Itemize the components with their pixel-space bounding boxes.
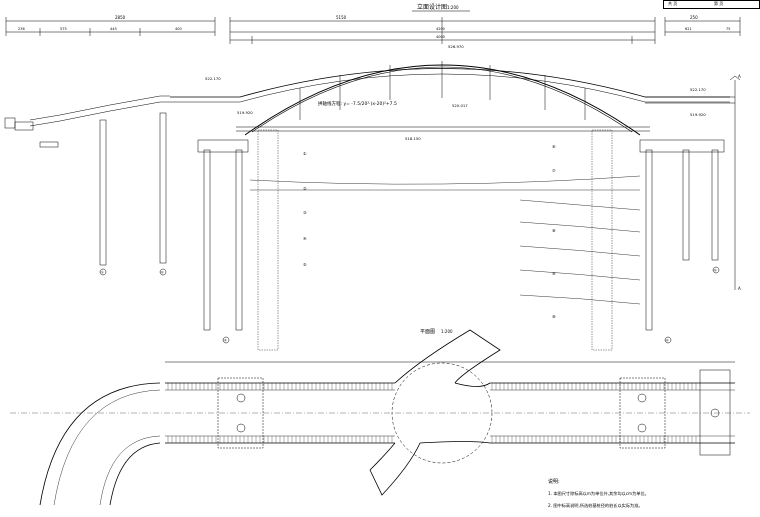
arch-formula: 拱轴线方程: y= -7.5/20²·(x-20)²+7.5 [318,100,397,107]
elevation-crown: 526.970 [448,44,464,49]
pile-label-3: ③ [224,339,227,343]
soil-label-4: ④ [303,236,307,241]
plan-view [10,329,750,506]
pile-label-4: ④ [666,339,669,343]
plan-hatching [167,383,697,443]
pile-labels: ① ② ③ ④ ⑤ [99,266,720,344]
section-marker-bottom: A [738,286,741,291]
elevation-left-spring: 519.920 [237,110,253,115]
dim-text-445: 445 [110,27,117,31]
dim-text-4200: 4200 [436,27,445,31]
dim-text-236: 236 [18,27,25,31]
dim-text-250: 250 [690,15,698,20]
soil-label-5: ⑤ [303,262,307,267]
section-marker-top: A [738,74,741,79]
soil-label-3: ③ [303,210,307,215]
elevation-scale: 1:200 [447,5,459,10]
note-1: 1. 本图尺寸除标高以m为单位外,其余均以cm为单位。 [548,490,649,497]
soil-label-6: ⑥ [552,144,556,149]
left-approach-stairs [4,95,170,148]
dim-text-575: 575 [60,27,67,31]
soil-label-9: ⑨ [552,271,556,276]
title-block-cell-1: 共 页 [668,1,678,6]
piles [99,112,725,331]
notes-title: 说明: [548,478,560,485]
right-approach [645,75,741,290]
soil-label-10: ⑩ [552,314,556,319]
elevation-mid: 520.017 [452,103,468,108]
title-block-cell-2: 第 页 [714,1,724,6]
pile-label-2: ② [161,271,164,275]
note-2: 2. 图中标高说明,所选桩基桩径的桩长以实际为准。 [548,502,643,509]
dim-text-75: 75 [726,27,730,31]
elevation-water: 518.150 [405,136,421,141]
dim-text-5150: 5150 [336,15,347,20]
elevation-left-deck: 522.170 [205,76,221,81]
title-block: 共 页 第 页 [663,0,760,9]
soil-label-8: ⑧ [552,228,556,233]
dim-text-2850: 2850 [115,15,126,20]
soil-label-1: ① [303,151,307,156]
elevation-right-spring: 519.920 [690,112,706,117]
dim-text-621: 621 [685,27,692,31]
plan-title: 平面图 [420,329,435,335]
dim-text-4000: 4000 [436,35,445,39]
plan-scale: 1:200 [441,329,453,334]
pile-label-1: ① [101,271,104,275]
top-dimension-chain [5,17,741,44]
soil-label-7: ⑦ [552,168,556,173]
pile-label-5: ⑤ [714,269,717,273]
soil-layers [249,129,641,351]
elevation-title: 立面设计图 [417,3,447,11]
soil-label-2: ② [303,186,307,191]
dim-text-400: 400 [175,27,182,31]
arch-elevation [170,61,730,136]
elevation-right-deck: 522.170 [690,87,706,92]
